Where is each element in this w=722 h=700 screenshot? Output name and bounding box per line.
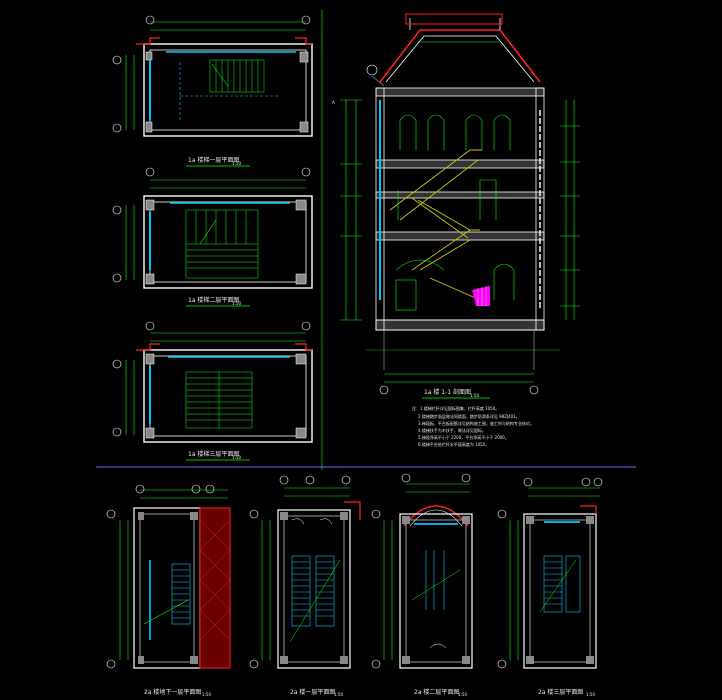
plan-2-drawing <box>112 167 313 289</box>
plan-3-caption: 1a 楼梯三层平面图 <box>188 450 239 458</box>
plan-b4-drawing <box>497 477 603 669</box>
plan-b1-drawing <box>106 484 231 669</box>
section-drawing <box>340 13 580 395</box>
plan-3-drawing <box>112 321 313 443</box>
plan-b1-caption: 2a 楼地下一层平面图 <box>144 688 201 696</box>
note-line: 6.楼梯平台处栏杆水平段高度为 1050。 <box>418 441 489 447</box>
section-caption: 1a 楼 1-1 剖面图 <box>424 388 471 396</box>
plan-1-drawing: A <box>112 15 335 137</box>
note-line: 5.梯段净高不小于 2200，平台净高不小于 2000。 <box>418 434 509 440</box>
section-notes: 注：1.楼梯栏杆详见国标图集，栏杆高度 1050。 2.楼梯踏步面层做法同楼面，… <box>412 405 534 447</box>
note-line: 注：1.楼梯栏杆详见国标图集，栏杆高度 1050。 <box>412 405 499 411</box>
plan-3-scale: 1:50 <box>232 455 241 460</box>
section-scale: 1:50 <box>470 393 479 398</box>
plan-b3-drawing <box>371 473 473 669</box>
plan-1-scale: 1:50 <box>232 161 241 166</box>
plan-b2-scale: 1:50 <box>334 692 343 697</box>
note-line: 4.楼梯扶手为木扶手，做法详见国标。 <box>418 427 486 433</box>
note-line: 2.楼梯踏步面层做法同楼面，踏步防滑条详见 98ZJ401。 <box>418 413 520 419</box>
plan-b2-caption: 2a 楼一层平面图 <box>290 688 335 696</box>
plan-b3-caption: 2a 楼二层平面图 <box>414 688 459 696</box>
plan-b1-scale: 1:50 <box>202 692 211 697</box>
plan-1-caption: 1a 楼梯一层平面图 <box>188 156 239 164</box>
plan-b2-drawing <box>249 475 361 669</box>
note-line: 3.梯段板、平台板配筋详见结构施工图，施工时与结构专业核对。 <box>418 420 534 426</box>
plan-b4-scale: 1:50 <box>586 692 595 697</box>
svg-text:A: A <box>332 100 335 105</box>
plan-2-caption: 1a 楼梯二层平面图 <box>188 296 239 304</box>
plan-b4-caption: 2a 楼三层平面图 <box>538 688 583 696</box>
plan-b3-scale: 1:50 <box>458 692 467 697</box>
plan-2-scale: 1:50 <box>232 301 241 306</box>
